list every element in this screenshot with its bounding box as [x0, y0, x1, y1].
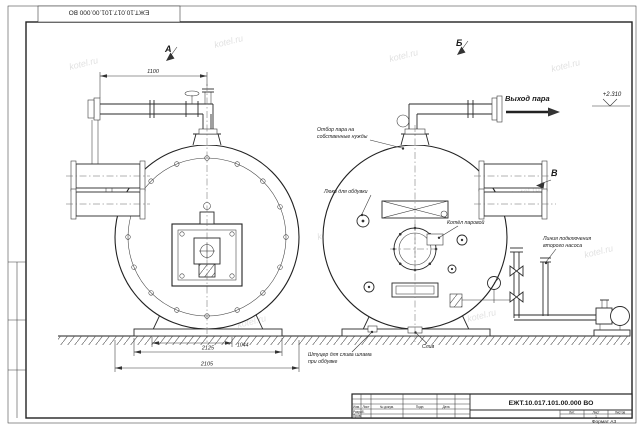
feed-piping — [509, 247, 598, 321]
format-label: Формат А3 — [592, 419, 617, 425]
label-own-needs-2: собственные нужды — [317, 134, 368, 140]
dim-pipe-length: 1100 — [147, 69, 160, 75]
label-sludge-1: Штуцер для слива шлама — [308, 352, 372, 358]
label-pump-line-2: второго насоса — [543, 243, 582, 249]
view-a-label: А — [164, 44, 172, 54]
top-stamp-box: ЕЖТ.10.017.101.00.000 ВО — [37, 5, 181, 23]
tb-header-doc: № докум. — [380, 405, 394, 409]
watermark-text: kotel.ru — [68, 55, 99, 72]
watermark-text: kotel.ru — [213, 33, 244, 50]
label-sludge-2: при обдувке — [308, 359, 337, 365]
stamp-number-inverted: ЕЖТ.10.017.101.00.000 ВО — [69, 9, 150, 16]
pump — [593, 299, 631, 337]
watermark-text: kotel.ru — [583, 243, 614, 260]
tb-col-sheet: Лист — [593, 410, 600, 414]
watermark-text: kotel.ru — [550, 57, 581, 74]
view-v-arrow — [536, 182, 545, 189]
tb-col-sheets: Листов — [615, 410, 626, 414]
view-b-boiler-rear — [322, 95, 556, 342]
document-number: ЕЖТ.10.017.101.00.000 ВО — [509, 400, 594, 407]
tb-row-developer: Разраб. — [353, 410, 365, 414]
dimensions: 1100 1044 2125 2105 — [99, 69, 300, 372]
economizer-right — [474, 160, 556, 220]
wall-bracket — [449, 293, 463, 308]
pressure-gauge — [487, 276, 501, 303]
steam-dome-and-piping-right — [396, 95, 503, 146]
tb-header-date: Дата — [442, 405, 449, 409]
title-block: Изм. Лист № докум. Подп. Дата Разраб. Пр… — [351, 393, 633, 425]
tb-row-checker: Пров. — [353, 414, 362, 418]
label-blow-hatches: Люки для обдувки — [323, 189, 368, 195]
tb-col-lit: Лит. — [569, 410, 575, 414]
dim-support-span: 1044 — [237, 343, 249, 349]
tb-header-list: Лист — [363, 405, 370, 409]
front-flange-bolts — [125, 155, 289, 319]
nameplate — [426, 233, 444, 246]
tb-header-izm: Изм. — [353, 405, 360, 409]
view-a-arrow — [166, 52, 175, 61]
watermark-text: kotel.ru — [388, 47, 419, 64]
callouts: А Б В Выход пара +2.310 Отбор пара на со… — [164, 38, 630, 365]
label-boiler: Котёл паровой — [447, 219, 485, 226]
label-pump-line-1: Линия подключения — [542, 236, 591, 242]
elevation-mark — [592, 98, 630, 107]
view-b-label: Б — [456, 38, 463, 48]
economizer-left — [66, 160, 150, 220]
label-own-needs-1: Отбор пара на — [317, 127, 354, 133]
support-base — [133, 328, 283, 337]
label-elevation: +2.310 — [603, 92, 622, 98]
view-v-label: В — [551, 168, 558, 178]
view-b-arrow — [457, 46, 466, 55]
tb-sheet-number: 1 — [595, 415, 597, 419]
label-steam-outlet: Выход пара — [505, 94, 550, 103]
drawing-frame — [7, 5, 637, 424]
dim-base-width: 2125 — [201, 346, 215, 352]
tb-header-sign: Подп. — [416, 405, 425, 409]
label-drain: Слив — [422, 344, 435, 350]
ground — [58, 335, 630, 345]
view-a-boiler-front — [66, 84, 300, 342]
feed-pump-unit — [449, 247, 631, 337]
dim-overall-width: 2105 — [200, 362, 214, 368]
